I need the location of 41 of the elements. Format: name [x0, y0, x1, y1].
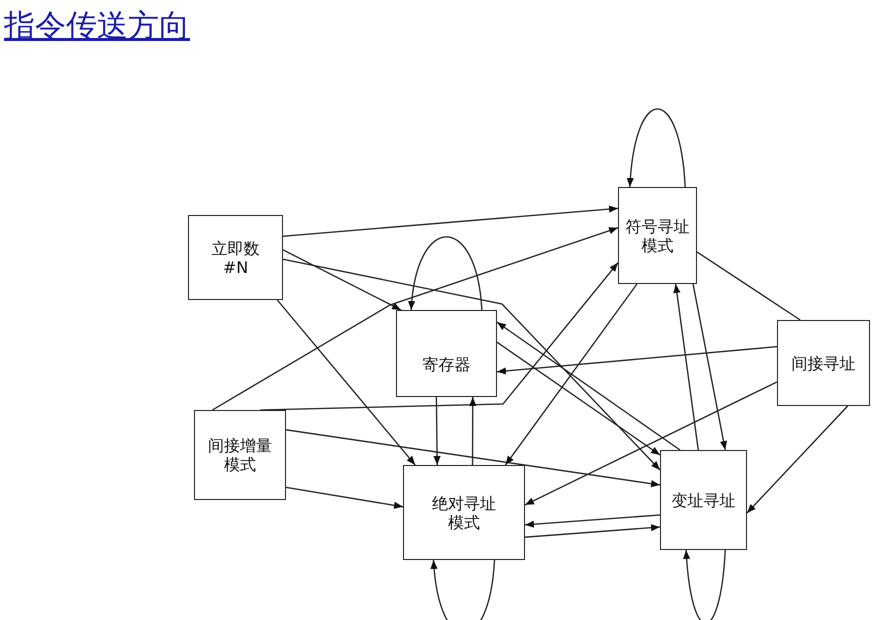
mode-box — [403, 465, 525, 560]
arrow — [282, 206, 618, 237]
loop-arrow — [408, 236, 482, 310]
box-label: 间接寻址 — [792, 354, 856, 372]
arrow — [673, 284, 699, 450]
arrow — [496, 346, 778, 375]
arrow — [524, 381, 778, 506]
title: 指令传送方向 — [4, 7, 190, 46]
mode-box — [660, 450, 747, 550]
mode-box — [188, 215, 283, 300]
arrow — [692, 284, 728, 450]
arrow — [286, 429, 660, 488]
arrow — [746, 406, 848, 514]
arrow — [433, 397, 441, 465]
arrow — [524, 514, 660, 528]
arrow — [282, 249, 402, 311]
box-label: 绝对寻址模式 — [431, 494, 497, 532]
mode-box — [777, 320, 870, 406]
box-label: 变址寻址 — [672, 490, 736, 510]
box-label: #N — [222, 258, 248, 276]
arrow — [469, 397, 476, 465]
arrow — [524, 524, 660, 538]
box-label: 间接增量模式 — [207, 436, 273, 474]
box-label: 立即数 — [212, 238, 260, 258]
box-label: 符号寻址模式 — [624, 216, 690, 254]
arrow — [276, 300, 416, 466]
mode-box — [194, 410, 286, 500]
loop-arrow — [430, 560, 496, 620]
box-label: 寄存器 — [422, 355, 470, 374]
arrow — [504, 284, 638, 466]
arrow — [496, 322, 680, 451]
arrow — [286, 486, 404, 509]
arrow — [496, 342, 660, 456]
mode-box — [396, 310, 497, 397]
arrow — [260, 262, 618, 411]
loop-arrow — [683, 550, 726, 620]
arrow — [282, 258, 660, 470]
arrow — [212, 227, 618, 411]
loop-arrow — [627, 108, 686, 188]
connector-line — [696, 251, 801, 321]
mode-box — [618, 187, 697, 284]
